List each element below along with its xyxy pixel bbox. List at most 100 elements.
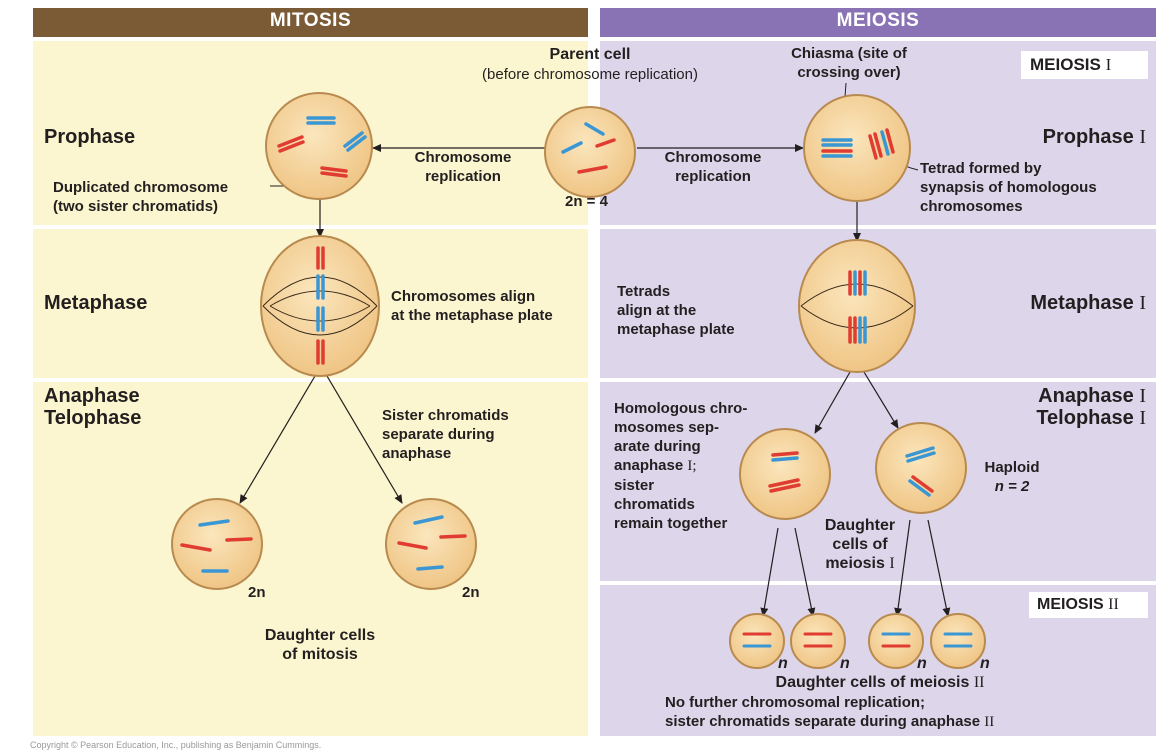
n-label-2: n — [840, 655, 850, 672]
tetrads-align-line1: Tetrads — [617, 283, 671, 300]
meiosis-anaphase-roman: I — [1139, 385, 1146, 407]
meiosis-telophase-roman: I — [1139, 407, 1146, 429]
mitosis-daughters-line2: of mitosis — [282, 646, 358, 663]
homologous-line5: sister — [614, 477, 655, 494]
n-label-3: n — [917, 655, 927, 672]
mitosis-anaphase-label: Anaphase Telophase — [44, 385, 141, 429]
meiosis-prophase-label: Prophase I — [960, 126, 1146, 148]
cell-meiosis-prophase — [803, 94, 911, 202]
meiosis2-daughters-roman: II — [973, 674, 985, 691]
replication-left-line2: replication — [425, 168, 501, 185]
meiosis-metaphase-roman: I — [1139, 292, 1146, 314]
cell-meiosis1-daughter-right — [875, 422, 967, 514]
sister-line3: anaphase — [382, 445, 452, 462]
mitosis-ploidy-left: 2n — [248, 584, 266, 601]
arrow-m2-1 — [760, 527, 779, 617]
meiosis1-box-roman: I — [1105, 55, 1112, 74]
meiosis-prophase-roman: I — [1139, 126, 1146, 148]
mitosis-daughters-line1: Daughter cells — [264, 627, 376, 644]
meiosis2-box-label: MEIOSIS II — [1037, 595, 1119, 614]
homologous-roman: I; — [687, 458, 697, 474]
mitosis-anaphase-line: Anaphase — [44, 385, 140, 407]
sister-separate-roman: II — [984, 714, 995, 730]
meiosis1-daughters-label: Daughter cells of meiosis I — [800, 516, 920, 573]
meiosis2-box-roman: II — [1108, 596, 1119, 613]
tetrad-line2: synapsis of homologous — [920, 179, 1097, 196]
mitosis-align-line2: at the metaphase plate — [391, 307, 553, 324]
mitosis-daughters-label: Daughter cells of mitosis — [220, 626, 420, 664]
meiosis2-box — [1029, 592, 1148, 618]
mitosis-prophase-label: Prophase — [44, 126, 136, 148]
parent-cell-subtitle: (before chromosome replication) — [482, 66, 698, 83]
sister-separate-text: sister chromatids separate during anapha… — [665, 713, 981, 730]
arrow-mitosis-right-daughter — [326, 375, 403, 504]
homologous-label: Homologous chro- mosomes sep- arate duri… — [614, 399, 747, 533]
chiasma-line1: Chiasma (site of — [791, 45, 907, 62]
meiosis1-daughters-text: meiosis — [825, 555, 885, 572]
homologous-anaphase: anaphase — [614, 457, 684, 474]
meiosis1-daughters-line2: cells of — [832, 536, 888, 553]
meiosis-telophase-text: Telophase — [1036, 407, 1134, 429]
arrow-m2-4 — [927, 519, 951, 617]
cell-meiosis2-d4 — [930, 613, 986, 669]
sister-line1: Sister chromatids — [382, 407, 509, 424]
mitosis-align-line1: Chromosomes align — [391, 288, 536, 305]
parent-cell-title: Parent cell — [549, 46, 631, 63]
tetrad-line3: chromosomes — [920, 198, 1023, 215]
replication-right-line1: Chromosome — [664, 149, 762, 166]
meiosis-metaphase-label: Metaphase I — [960, 292, 1146, 314]
replication-left-line1: Chromosome — [414, 149, 512, 166]
arrow-meiosis1-right — [863, 371, 899, 429]
arrow-m2-2 — [794, 527, 816, 617]
chiasma-line2: crossing over) — [797, 64, 901, 81]
sister-line2: separate during — [382, 426, 495, 443]
arrow-mitosis-left-daughter — [239, 375, 316, 504]
cell-meiosis2-d3 — [868, 613, 924, 669]
cell-mitosis-metaphase — [260, 235, 380, 377]
chromosomes — [180, 116, 973, 648]
n-label-1: n — [778, 655, 788, 672]
mitosis-align-label: Chromosomes align at the metaphase plate — [391, 287, 553, 325]
sister-separate-label: sister chromatids separate during anapha… — [665, 712, 994, 732]
meiosis1-daughters-roman: I — [889, 555, 895, 572]
meiosis-telophase-line: Telophase I — [960, 407, 1146, 429]
haploid-label: Haploid n = 2 — [972, 458, 1052, 496]
meiosis1-daughters-line1: Daughter — [824, 517, 896, 534]
tetrad-formed-label: Tetrad formed by synapsis of homologous … — [920, 159, 1097, 216]
meiosis-header-bar — [600, 8, 1156, 37]
meiosis2-daughters-label: Daughter cells of meiosis II — [680, 673, 1080, 692]
meiosis1-box-label: MEIOSIS I — [1030, 55, 1111, 74]
cell-mitosis-daughter-left — [171, 498, 263, 590]
meiosis2-daughters-text: Daughter cells of meiosis — [775, 674, 970, 691]
mitosis-metaphase-label: Metaphase — [44, 292, 148, 314]
homologous-line6: chromatids — [614, 496, 695, 513]
mitosis-header-bar — [33, 8, 588, 37]
n-label-4: n — [980, 655, 990, 672]
duplicated-line2: (two sister chromatids) — [53, 198, 219, 215]
meiosis-anaphase-text: Anaphase — [1038, 385, 1134, 407]
cell-parent — [544, 106, 636, 198]
meiosis1-daughters-line3: meiosis I — [800, 554, 920, 573]
duplicated-line1: Duplicated chromosome — [53, 179, 229, 196]
homologous-line1: Homologous chro- — [614, 400, 748, 417]
replication-right-line2: replication — [675, 168, 751, 185]
no-further-label: No further chromosomal replication; — [665, 694, 926, 711]
haploid-n: n = 2 — [994, 478, 1030, 495]
meiosis1-box — [1021, 51, 1148, 79]
cell-meiosis2-d1 — [729, 613, 785, 669]
replication-right: Chromosome replication — [648, 148, 778, 186]
homologous-line3: arate during — [614, 438, 701, 455]
meiosis2-box-text: MEIOSIS — [1037, 596, 1104, 613]
homologous-line7: remain together — [614, 515, 728, 532]
chiasma-label: Chiasma (site of crossing over) — [764, 44, 934, 82]
mitosis-ploidy-right: 2n — [462, 584, 480, 601]
meiosis1-box-text: MEIOSIS — [1030, 55, 1101, 74]
arrow-m2-3 — [894, 519, 911, 617]
homologous-line4: anaphase I; — [614, 456, 747, 476]
arrow-meiosis1-left — [814, 371, 851, 434]
duplicated-chromosome-label: Duplicated chromosome (two sister chroma… — [53, 178, 228, 216]
meiosis-anaphase-label: Anaphase I Telophase I — [960, 385, 1146, 429]
copyright-credit: Copyright © Pearson Education, Inc., pub… — [30, 740, 322, 750]
cell-mitosis-daughter-right — [385, 498, 477, 590]
